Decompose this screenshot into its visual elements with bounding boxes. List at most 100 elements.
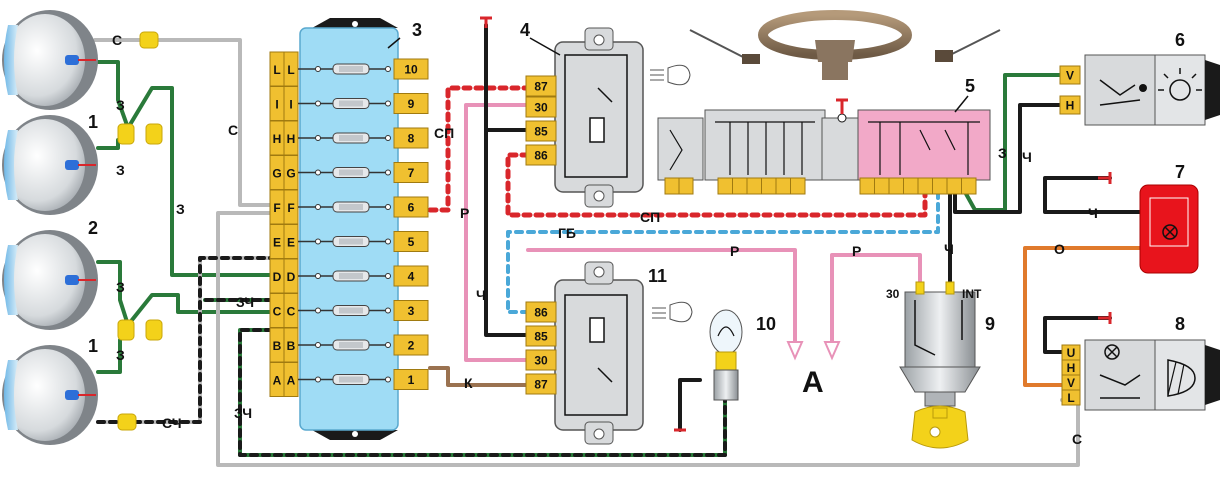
- relay-upper-pin-box: [525, 144, 557, 166]
- relay-upper-pin-box: [525, 120, 557, 142]
- fuse-letter: L: [273, 63, 280, 77]
- relay-upper-pin: 87: [534, 80, 548, 94]
- indicator-lamp-number: 7: [1175, 162, 1185, 182]
- headlamp-bottom-number: 1: [88, 336, 98, 356]
- fuse-number: 8: [408, 132, 415, 146]
- fuse-terminal: [385, 273, 391, 279]
- headlamp-bottom: 1: [2, 336, 98, 445]
- fuse-letter: H: [287, 132, 296, 146]
- ignition-switch-number: 9: [985, 314, 995, 334]
- stalk-pin: [732, 177, 748, 195]
- headlamp-top-number: 1: [88, 112, 98, 132]
- relay-lower: 11: [554, 261, 693, 445]
- stalk-switch: 5: [657, 76, 991, 181]
- connector-z4: [145, 319, 163, 341]
- fuse-number-box: [393, 162, 429, 183]
- wire-z-loop2: [126, 293, 274, 327]
- wire-label-ch-lamp: Ч: [1088, 205, 1098, 221]
- fuse-terminal: [315, 376, 321, 383]
- stalk-pin: [946, 177, 962, 195]
- wire-label-zch-mid: ЗЧ: [236, 294, 254, 310]
- fog-switch-pin: V: [1067, 376, 1075, 390]
- power-terminal-top: [480, 16, 492, 28]
- fuse-number-box: [393, 300, 429, 321]
- stalk-pin: [888, 177, 904, 195]
- wire-label-ch-right: Ч: [1022, 149, 1032, 165]
- wire-k: [428, 366, 530, 387]
- fuse-number: 2: [408, 339, 415, 353]
- relay-upper-pin: 30: [534, 101, 548, 115]
- wire-label-z1: З: [116, 97, 125, 113]
- fuse-terminal: [385, 66, 391, 72]
- light-switch: 6: [1084, 30, 1220, 126]
- relay-upper-pin: 85: [534, 125, 548, 139]
- relay-lower-pin: 86: [534, 306, 548, 320]
- fuse-letter: I: [289, 98, 292, 112]
- wire-label-sp-right: СП: [434, 125, 454, 141]
- relay-lower-pin-box: [525, 373, 557, 395]
- fuse-terminal: [315, 169, 321, 176]
- fuse-terminal: [385, 307, 391, 314]
- fuse-element: [339, 307, 363, 314]
- fuse-terminal: [385, 342, 391, 348]
- wire-label-sch: СЧ: [162, 415, 182, 431]
- stalk-switch-number: 5: [965, 76, 975, 96]
- fuse-number-box: [393, 196, 429, 218]
- wire-r-ign: [830, 253, 922, 347]
- fuse-letter: A: [273, 374, 282, 388]
- fuse-terminal: [315, 307, 321, 314]
- relay-lower-pin: 30: [534, 354, 548, 368]
- wire-z-hl4: [96, 338, 122, 374]
- wire-r-right: [526, 248, 797, 347]
- fuse-letter: G: [286, 167, 295, 181]
- fog-switch-pin: L: [1067, 391, 1074, 405]
- wire-label-c-left: С: [228, 122, 238, 138]
- connectors-left: [117, 31, 163, 431]
- fuse-number-box: [393, 93, 429, 114]
- wire-label-z2: З: [116, 162, 125, 178]
- wire-z-hl3: [96, 260, 130, 327]
- wire-z-hl2: [96, 138, 120, 150]
- stalk-pin: [932, 177, 948, 195]
- wire-ch-lamp: [1043, 176, 1142, 214]
- fuse-terminal: [315, 100, 321, 107]
- arrows-to-a: [786, 341, 841, 361]
- fuse-letter: A: [287, 374, 296, 388]
- stalk-pin: [903, 177, 919, 195]
- fuse-letter: F: [273, 201, 280, 215]
- fuse-terminal: [315, 135, 321, 141]
- fuse-element: [339, 273, 363, 279]
- fuse-element: [339, 342, 363, 348]
- relay-lower-pin-box: [525, 349, 557, 371]
- wire-label-z5: З: [116, 347, 125, 363]
- fog-switch-pin-box: [1061, 389, 1081, 406]
- fuse-element: [339, 238, 363, 245]
- wire-label-r-left: Р: [460, 205, 469, 221]
- fog-switch-pin: U: [1067, 346, 1076, 360]
- stalk-switch-pins: [664, 177, 977, 195]
- fuse-letter: D: [287, 270, 296, 284]
- stalk-pin: [775, 177, 791, 195]
- wire-o: [1023, 246, 1142, 387]
- wire-label-z-right: З: [998, 145, 1007, 161]
- fuse-number: 10: [404, 63, 418, 77]
- fuse-number-box: [393, 265, 429, 287]
- headlamp-2-number: 2: [88, 218, 98, 238]
- fuse-block-number: 3: [412, 20, 422, 40]
- stalk-pin: [678, 177, 694, 195]
- fuse-letter: C: [287, 305, 296, 319]
- light-switch-pin-box: [1059, 95, 1081, 115]
- connector-c-top: [139, 31, 159, 49]
- fuse-terminal: [315, 238, 321, 245]
- headlight-lowbeam-icon: [652, 301, 693, 323]
- fuse-element: [339, 376, 363, 383]
- fuse-letter: L: [287, 63, 294, 77]
- connector-z2: [145, 123, 163, 145]
- relay-lower-number: 11: [648, 266, 667, 286]
- fuse-number-box: [393, 58, 429, 80]
- steering-wheel: [689, 10, 1001, 80]
- wire-bulb: [678, 378, 702, 432]
- wire-label-c-top: С: [112, 32, 122, 48]
- relay-upper-pin-box: [525, 96, 557, 118]
